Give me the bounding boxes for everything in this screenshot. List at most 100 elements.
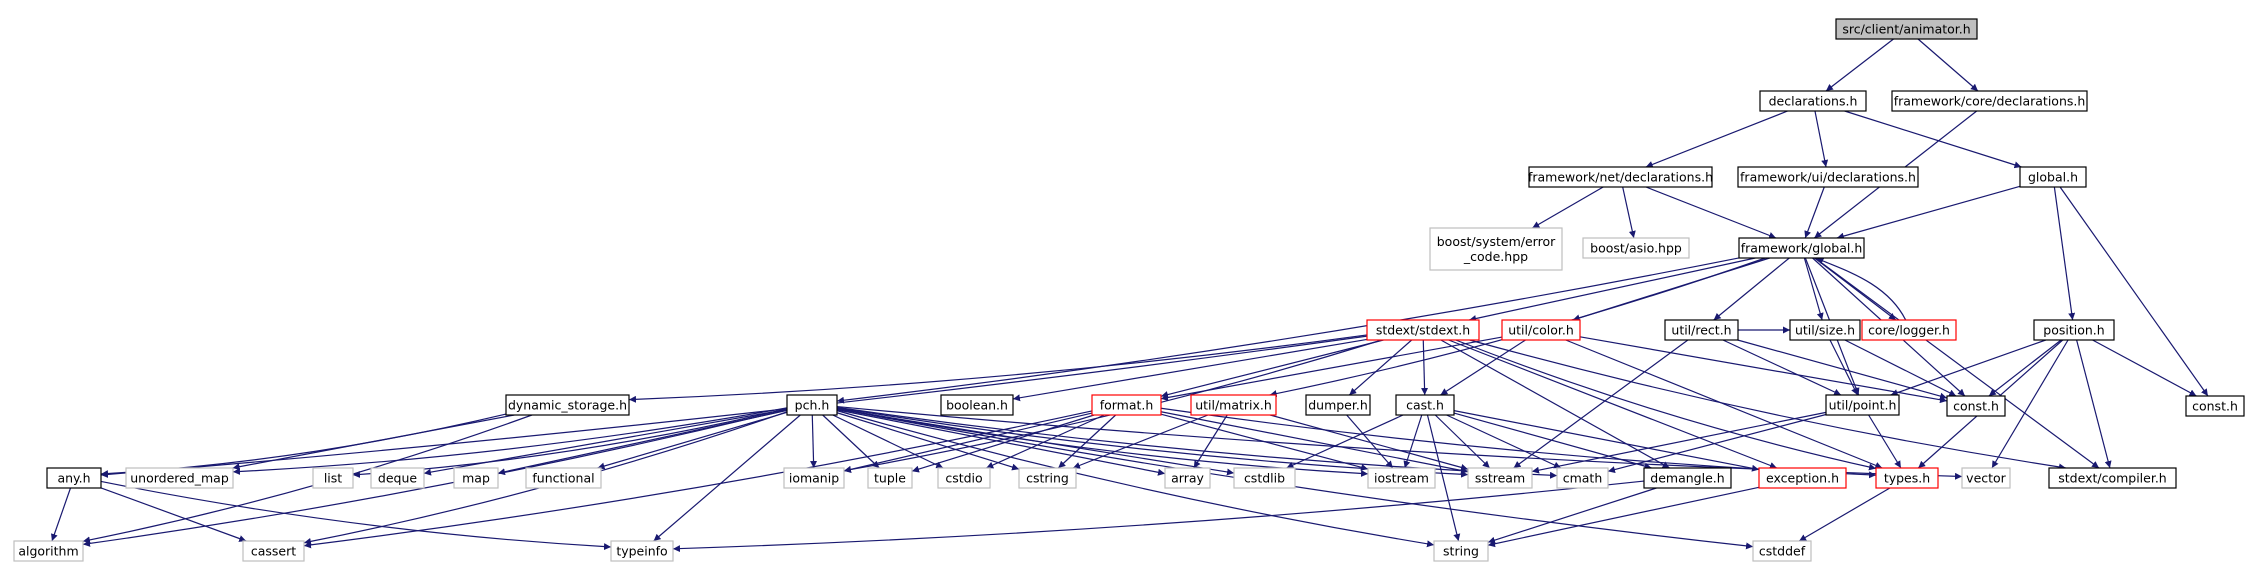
node-label: cstddef [1759, 544, 1806, 559]
node-unordered_map: unordered_map [125, 467, 234, 489]
node-cassert: cassert [242, 540, 305, 562]
node-tuple: tuple [867, 467, 913, 489]
node-box [783, 467, 845, 489]
node-label: framework/ui/declarations.h [1740, 170, 1916, 185]
node-box [125, 467, 234, 489]
node-box [46, 467, 102, 489]
edge-fw_net_decl-to-boost_err [1532, 186, 1604, 229]
edge-animator-to-declarations [1825, 38, 1894, 92]
node-fw_ui_decl[interactable]: framework/ui/declarations.h [1737, 166, 1919, 188]
node-exception[interactable]: exception.h [1758, 467, 1847, 489]
node-util_rect[interactable]: util/rect.h [1664, 319, 1739, 341]
node-boolean[interactable]: boolean.h [940, 394, 1014, 416]
node-box [937, 467, 991, 489]
node-util_size[interactable]: util/size.h [1789, 319, 1861, 341]
node-label: util/rect.h [1671, 323, 1731, 338]
node-box [1737, 166, 1919, 188]
edge-format-to-cstdio [986, 414, 1105, 469]
edge-stdext-to-exception [1448, 339, 1778, 469]
node-label: global.h [2028, 170, 2078, 185]
edge-fw_global-to-stdext_compiler [1814, 257, 2100, 469]
edge-util_matrix-to-array [1193, 414, 1228, 469]
node-label: dumper.h [1308, 398, 1368, 413]
node-string: string [1433, 540, 1489, 562]
node-declarations[interactable]: declarations.h [1759, 90, 1867, 112]
edge-fw_net_decl-to-fw_global [1645, 186, 1777, 239]
node-box [1961, 467, 2011, 489]
edge-core_logger-to-fw_global [1816, 257, 1907, 321]
node-stdext[interactable]: stdext/stdext.h [1366, 319, 1480, 341]
node-fw_net_decl[interactable]: framework/net/declarations.h [1528, 166, 1713, 188]
edge-demangle-to-typeinfo [672, 480, 1645, 553]
edge-dumper-to-iostream [1346, 414, 1394, 469]
node-label: iostream [1374, 471, 1429, 486]
node-label: _code.hpp [1463, 249, 1528, 264]
edge-position-to-const2 [2092, 339, 2197, 397]
edge-cast-to-string [1426, 414, 1461, 542]
node-box [1190, 394, 1277, 416]
node-label: deque [378, 471, 417, 486]
node-dynamic_storage[interactable]: dynamic_storage.h [505, 394, 630, 416]
node-position[interactable]: position.h [2033, 319, 2115, 341]
node-label: boost/asio.hpp [1590, 241, 1682, 256]
node-label: framework/net/declarations.h [1528, 170, 1713, 185]
node-label: const.h [2192, 399, 2238, 414]
edge-pch-to-iomanip [810, 414, 818, 469]
node-const2[interactable]: const.h [2185, 395, 2245, 417]
node-functional: functional [525, 467, 602, 489]
node-box [1467, 467, 1533, 489]
node-label: vector [1966, 471, 2007, 486]
node-fw_global[interactable]: framework/global.h [1738, 237, 1865, 259]
node-types[interactable]: types.h [1875, 467, 1939, 489]
node-label: types.h [1884, 471, 1930, 486]
node-sstream: sstream [1467, 467, 1533, 489]
edge-util_point-to-sstream [1531, 411, 1827, 474]
node-util_point[interactable]: util/point.h [1825, 394, 1900, 416]
edge-stdext-to-stdext_compiler [1469, 339, 2067, 471]
node-cmath: cmath [1556, 467, 1609, 489]
node-vector: vector [1961, 467, 2011, 489]
dependency-edges [50, 38, 2209, 553]
node-box [370, 467, 425, 489]
node-label: framework/core/declarations.h [1894, 94, 2086, 109]
node-iostream: iostream [1367, 467, 1436, 489]
node-box [1433, 540, 1489, 562]
node-label: util/point.h [1829, 398, 1897, 413]
node-global[interactable]: global.h [2019, 166, 2087, 188]
edge-fw_ui_decl-to-fw_global [1804, 186, 1825, 239]
node-label: sstream [1475, 471, 1525, 486]
node-pch[interactable]: pch.h [786, 394, 838, 416]
node-box [1738, 237, 1865, 259]
node-cast[interactable]: cast.h [1395, 394, 1455, 416]
edge-format-to-tuple [911, 414, 1095, 473]
node-format[interactable]: format.h [1091, 394, 1162, 416]
node-box [1825, 394, 1900, 416]
node-stdext_compiler[interactable]: stdext/compiler.h [2048, 467, 2177, 489]
node-demangle[interactable]: demangle.h [1643, 467, 1732, 489]
node-label: util/size.h [1795, 323, 1855, 338]
node-box [867, 467, 913, 489]
node-label: tuple [874, 471, 906, 486]
node-label: boost/system/error [1437, 234, 1556, 249]
node-dumper[interactable]: dumper.h [1305, 394, 1371, 416]
node-core_logger[interactable]: core/logger.h [1861, 319, 1957, 341]
node-box [1789, 319, 1861, 341]
node-util_color[interactable]: util/color.h [1501, 319, 1581, 341]
node-box [1366, 319, 1480, 341]
node-box [1643, 467, 1732, 489]
edge-demangle-to-string [1487, 487, 1657, 544]
node-box [2033, 319, 2115, 341]
node-map: map [453, 467, 499, 489]
node-any[interactable]: any.h [46, 467, 102, 489]
edge-declarations-to-global [1844, 110, 2022, 169]
node-animator[interactable]: src/client/animator.h [1835, 18, 1978, 40]
node-const1[interactable]: const.h [1946, 395, 2006, 417]
node-label: util/matrix.h [1195, 398, 1272, 413]
node-util_matrix[interactable]: util/matrix.h [1190, 394, 1277, 416]
node-label: framework/global.h [1741, 241, 1863, 256]
node-label: unordered_map [130, 471, 229, 486]
node-label: pch.h [795, 398, 830, 413]
node-box [505, 394, 630, 416]
node-cstdio: cstdio [937, 467, 991, 489]
node-fw_core_decl[interactable]: framework/core/declarations.h [1891, 90, 2088, 112]
